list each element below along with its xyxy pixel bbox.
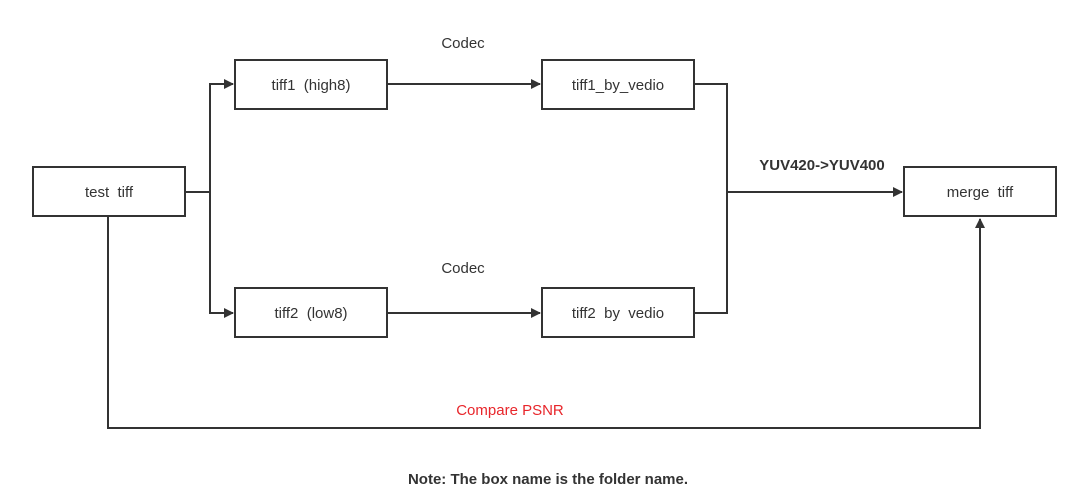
connector-compare-psnr bbox=[107, 217, 985, 429]
box-merge-tiff bbox=[903, 166, 1057, 217]
edge-label-codec-top: Codec bbox=[441, 35, 485, 52]
edge-label-codec-bottom: Codec bbox=[441, 260, 485, 277]
box-tiff1-by-vedio bbox=[541, 59, 695, 110]
edge-label-compare-psnr: Compare PSNR bbox=[456, 402, 564, 419]
label-merge-tiff: merge tiff bbox=[947, 184, 1014, 201]
connector-vedio1-to-merge-bus bbox=[694, 83, 728, 314]
connector-split-to-tiff2 bbox=[209, 192, 234, 318]
edge-label-yuv: YUV420->YUV400 bbox=[759, 157, 885, 174]
box-test-tiff bbox=[32, 166, 186, 217]
note-text: Note: The box name is the folder name. bbox=[408, 471, 688, 488]
box-tiff2-by-vedio bbox=[541, 287, 695, 338]
label-tiff2-by-vedio: tiff2 by vedio bbox=[572, 305, 664, 322]
box-tiff2 bbox=[234, 287, 388, 338]
label-tiff1-by-vedio: tiff1_by_vedio bbox=[572, 77, 664, 94]
connector-split-to-tiff1 bbox=[209, 79, 234, 192]
label-tiff1: tiff1 (high8) bbox=[272, 77, 351, 94]
label-test-tiff: test tiff bbox=[85, 184, 134, 201]
label-tiff2: tiff2 (low8) bbox=[274, 305, 347, 322]
box-tiff1 bbox=[234, 59, 388, 110]
